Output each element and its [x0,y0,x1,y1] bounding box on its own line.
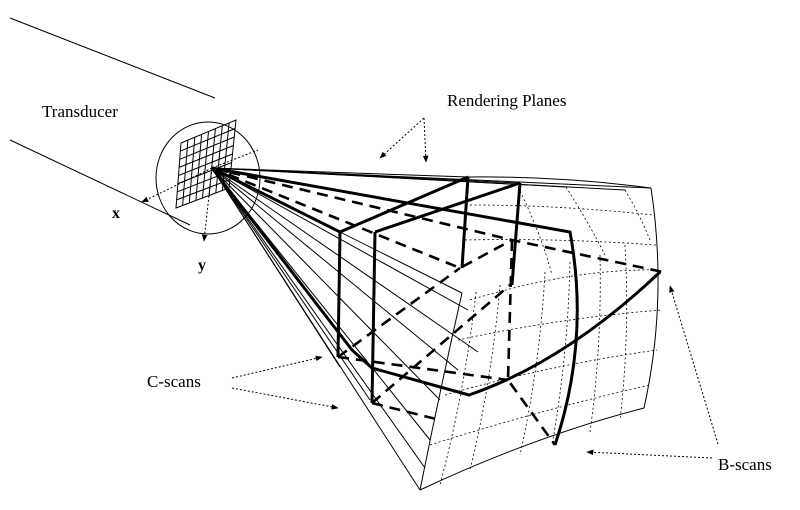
c-scan-planes [336,176,522,404]
axis-arrows [141,149,259,242]
transducer-label: Transducer [42,102,118,121]
scan-volume-rays [211,167,652,491]
label-pointer-arrows [231,117,719,459]
rendering-plane-edges [211,166,664,446]
rendering-planes-label: Rendering Planes [447,91,566,110]
y-axis-label: y [198,257,206,274]
b-scans-label: B-scans [718,455,772,474]
curved-front-face [419,176,662,491]
c-scans-label: C-scans [147,372,201,391]
x-axis-label: x [112,205,120,222]
transducer-array-grid [175,119,237,209]
